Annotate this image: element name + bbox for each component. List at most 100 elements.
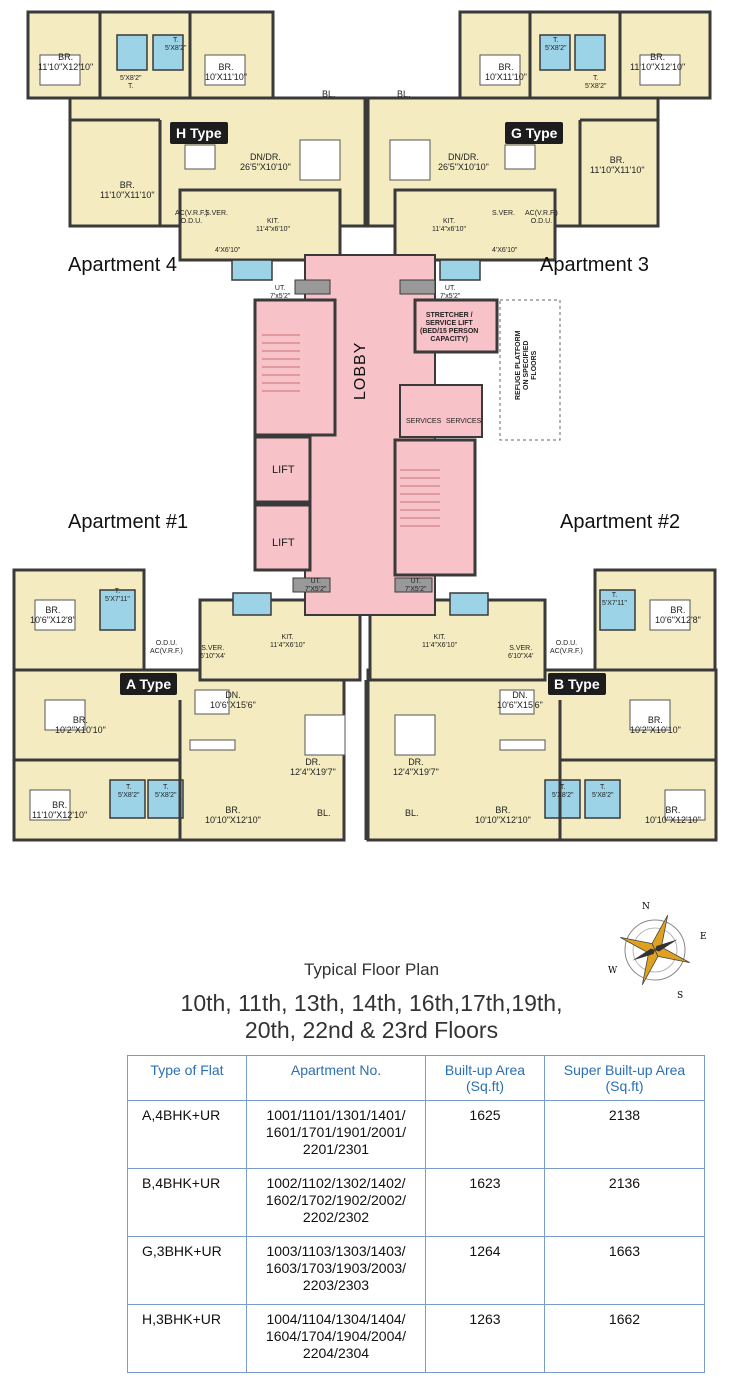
g-utility-label: UT. 7'x5'2" xyxy=(440,285,461,300)
h-balcony-label: BL. xyxy=(322,89,336,99)
g-dining-label: DN/DR. 26'5"X10'10" xyxy=(438,152,489,172)
header-type: Type of Flat xyxy=(127,1055,247,1101)
compass-e: E xyxy=(700,932,707,942)
h-dining-label: DN/DR. 26'5"X10'10" xyxy=(240,152,291,172)
refuge-platform xyxy=(499,299,561,441)
flat-area-table: Type of Flat Apartment No. Built-up Area… xyxy=(127,1055,705,1373)
b-toilet-2-label: T. 5'X8'2" xyxy=(552,784,574,799)
b-utility-label: UT. 7'X5'2" xyxy=(405,578,427,593)
b-bedroom-3-label: BR. 10'10"X12'10" xyxy=(475,805,531,825)
a-bedroom-1-label: BR. 10'6"X12'8" xyxy=(30,605,76,625)
cell-type: A,4BHK+UR xyxy=(127,1100,247,1169)
g-kitchen-label: KIT. 11'4"x6'10" xyxy=(432,218,466,233)
stretcher-lift-label: STRETCHER / SERVICE LIFT (BED/15 PERSON … xyxy=(420,312,479,343)
table-row: H,3BHK+UR 1004/1104/1304/1404/ 1604/1704… xyxy=(127,1304,705,1373)
refuge-platform-label: REFUGE PLATFORM ON SPECIFIED FLOORS xyxy=(515,330,538,400)
a-type-badge: A Type xyxy=(120,673,178,695)
h-toilet-2-label: 5'X8'2" T. xyxy=(120,75,142,90)
cell-apartments: 1001/1101/1301/1401/ 1601/1701/1901/2001… xyxy=(246,1100,426,1169)
cell-built-up: 1623 xyxy=(425,1168,545,1237)
a-bedroom-3-label: BR. 11'10"X12'10" xyxy=(32,800,88,820)
g-ac-label: AC(V.R.F.) O.D.U. xyxy=(525,210,558,225)
cell-super-built-up: 1663 xyxy=(544,1236,705,1305)
lift-2-label: LIFT xyxy=(272,537,295,549)
b-bedroom-2-label: BR. 10'2"X10'10" xyxy=(630,715,681,735)
g-toilet-2-label: T. 5'X8'2" xyxy=(585,75,607,90)
compass-s: S xyxy=(677,991,683,1001)
a-toilet-3-label: T. 5'X8'2" xyxy=(155,784,177,799)
h-bedroom-2-label: BR. 10'X11'10" xyxy=(205,62,247,82)
g-dim-label: 4'X6'10" xyxy=(492,247,518,254)
a-dining-label: DN. 10'6"X15'6" xyxy=(210,690,256,710)
header-super-built-up: Super Built-up Area (Sq.ft) xyxy=(544,1055,705,1101)
plan-title: Typical Floor Plan xyxy=(303,960,440,979)
h-utility-label: UT. 7'x5'2" xyxy=(270,285,291,300)
utility-ducts xyxy=(292,279,436,593)
floor-plan-drawing xyxy=(12,10,718,842)
a-odu-label: O.D.U. AC(V.R.F.) xyxy=(150,640,183,655)
g-bedroom-3-label: BR. 11'10"X11'10" xyxy=(590,155,645,175)
b-balcony-label: BL. xyxy=(405,808,419,818)
stair-core-left xyxy=(253,298,337,437)
g-toilet-1-label: T. 5'X8'2" xyxy=(545,37,567,52)
b-dining-label: DN. 10'6"X15'6" xyxy=(497,690,543,710)
a-sver-label: S.VER. 6'10"X4' xyxy=(200,645,226,660)
a-toilet-1-label: T. 5'X7'11" xyxy=(105,588,130,603)
lift-shaft-1 xyxy=(253,435,312,504)
b-odu-label: O.D.U. AC(V.R.F.) xyxy=(550,640,583,655)
cell-super-built-up: 2138 xyxy=(544,1100,705,1169)
apartment-2-label: Apartment #2 xyxy=(560,511,681,533)
b-kitchen-label: KIT. 11'4"X6'10" xyxy=(422,634,458,649)
apartment-1-label: Apartment #1 xyxy=(68,511,189,533)
services-block xyxy=(399,384,483,438)
b-type-badge: B Type xyxy=(548,673,606,695)
apartment-2-floor xyxy=(366,568,718,842)
compass-n: N xyxy=(642,902,650,912)
interior-walls xyxy=(14,12,716,840)
table-row: A,4BHK+UR 1001/1101/1301/1401/ 1601/1701… xyxy=(127,1100,705,1169)
h-type-badge: H Type xyxy=(170,122,228,144)
b-sver-label: S.VER. 6'10"X4' xyxy=(508,645,534,660)
cell-super-built-up: 2136 xyxy=(544,1168,705,1237)
cell-type: B,4BHK+UR xyxy=(127,1168,247,1237)
apartment-4-label: Apartment 4 xyxy=(68,254,177,276)
b-toilet-3-label: T. 5'X8'2" xyxy=(592,784,614,799)
floors-line-2: 20th, 22nd & 23rd Floors xyxy=(244,1017,499,1043)
a-balcony-label: BL. xyxy=(317,808,331,818)
furniture xyxy=(29,54,706,821)
a-toilet-2-label: T. 5'X8'2" xyxy=(118,784,140,799)
toilets xyxy=(99,34,636,819)
services-2-label: SERVICES xyxy=(446,418,482,425)
lift-shaft-2 xyxy=(253,503,312,572)
table-row: G,3BHK+UR 1003/1103/1303/1403/ 1603/1703… xyxy=(127,1236,705,1305)
a-bedroom-4-label: BR. 10'10"X12'10" xyxy=(205,805,261,825)
apartment-3-label: Apartment 3 xyxy=(540,254,649,276)
b-toilet-1-label: T. 5'X7'11" xyxy=(602,592,627,607)
h-ac-label: AC(V.R.F.) O.D.U. xyxy=(175,210,208,225)
cell-type: G,3BHK+UR xyxy=(127,1236,247,1305)
cell-built-up: 1264 xyxy=(425,1236,545,1305)
h-kitchen-label: KIT. 11'4"x6'10" xyxy=(256,218,290,233)
cell-apartments: 1002/1102/1302/1402/ 1602/1702/1902/2002… xyxy=(246,1168,426,1237)
g-bedroom-2-label: BR. 11'10"X12'10" xyxy=(630,52,686,72)
b-bedroom-4-label: BR. 10'10"X12'10" xyxy=(645,805,701,825)
a-bedroom-2-label: BR. 10'2"X10'10" xyxy=(55,715,106,735)
a-utility-label: UT. 7'X5'2" xyxy=(305,578,327,593)
lobby-label: LOBBY xyxy=(352,341,369,400)
stair-treads xyxy=(262,334,440,527)
h-sver-label: S.VER. xyxy=(205,210,228,217)
service-lift xyxy=(413,298,499,354)
a-kitchen-label: KIT. 11'4"X6'10" xyxy=(270,634,306,649)
b-bedroom-1-label: BR. 10'6"X12'8" xyxy=(655,605,701,625)
h-bedroom-1-label: BR. 11'10"X12'10" xyxy=(38,52,94,72)
compass-rose-icon: N E S W xyxy=(608,902,707,1001)
cell-built-up: 1263 xyxy=(425,1304,545,1373)
h-toilet-1-label: T. 5'X8'2" xyxy=(165,37,187,52)
table-row: B,4BHK+UR 1002/1102/1302/1402/ 1602/1702… xyxy=(127,1168,705,1237)
g-bedroom-1-label: BR. 10'X11'10" xyxy=(485,62,527,82)
g-sver-label: S.VER. xyxy=(492,210,515,217)
lift-1-label: LIFT xyxy=(272,464,295,476)
header-apartment-no: Apartment No. xyxy=(246,1055,426,1101)
compass-w: W xyxy=(608,966,618,976)
cell-apartments: 1003/1103/1303/1403/ 1603/1703/1903/2003… xyxy=(246,1236,426,1305)
